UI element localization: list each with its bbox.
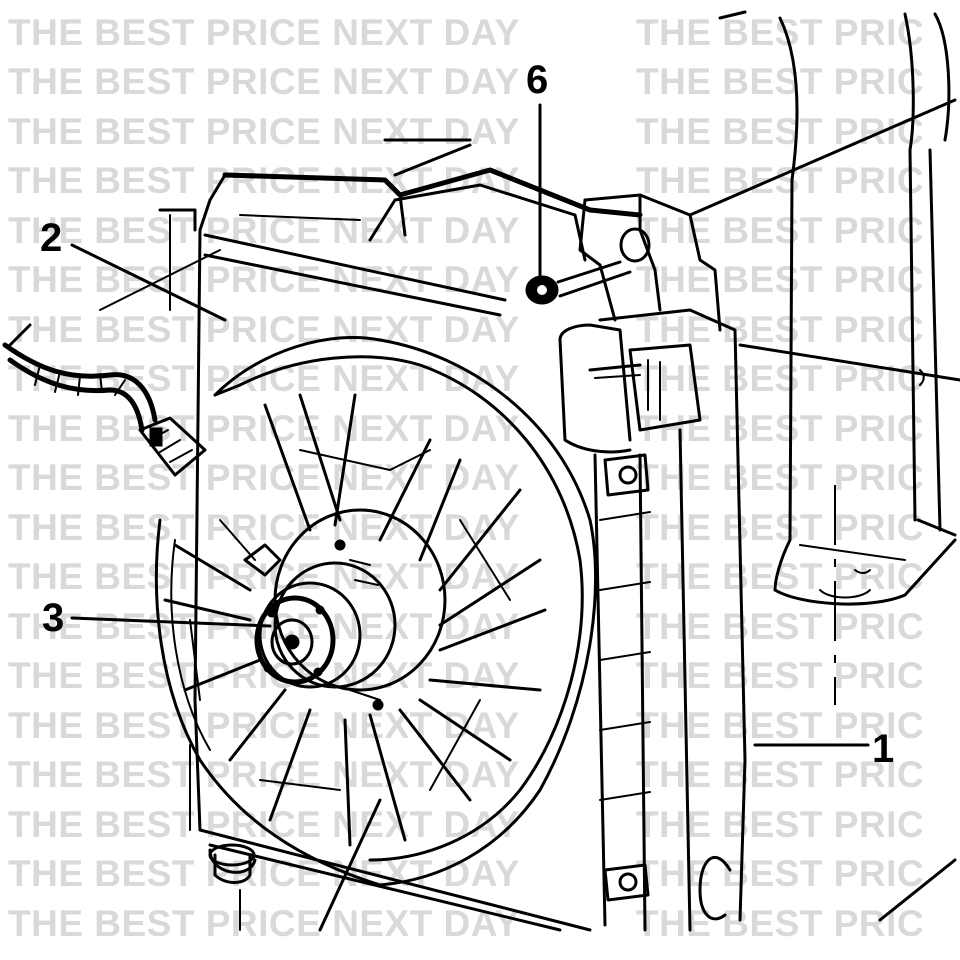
leader-lines	[70, 103, 870, 932]
fan-shroud	[154, 336, 598, 887]
fan-motor-hub	[219, 508, 447, 711]
callout-label-6: 6	[526, 58, 549, 102]
callout-label-1: 1	[872, 727, 895, 771]
fan-blades	[163, 393, 547, 847]
callout-label-2: 2	[40, 216, 63, 260]
wiring-harness	[2, 323, 207, 477]
lower-mount	[189, 744, 257, 931]
bolt-item-6	[525, 227, 651, 305]
radiator	[158, 138, 643, 932]
callout-label-3: 3	[42, 596, 65, 640]
body-structure	[688, 10, 960, 922]
radiator-side-bracket	[558, 193, 747, 932]
